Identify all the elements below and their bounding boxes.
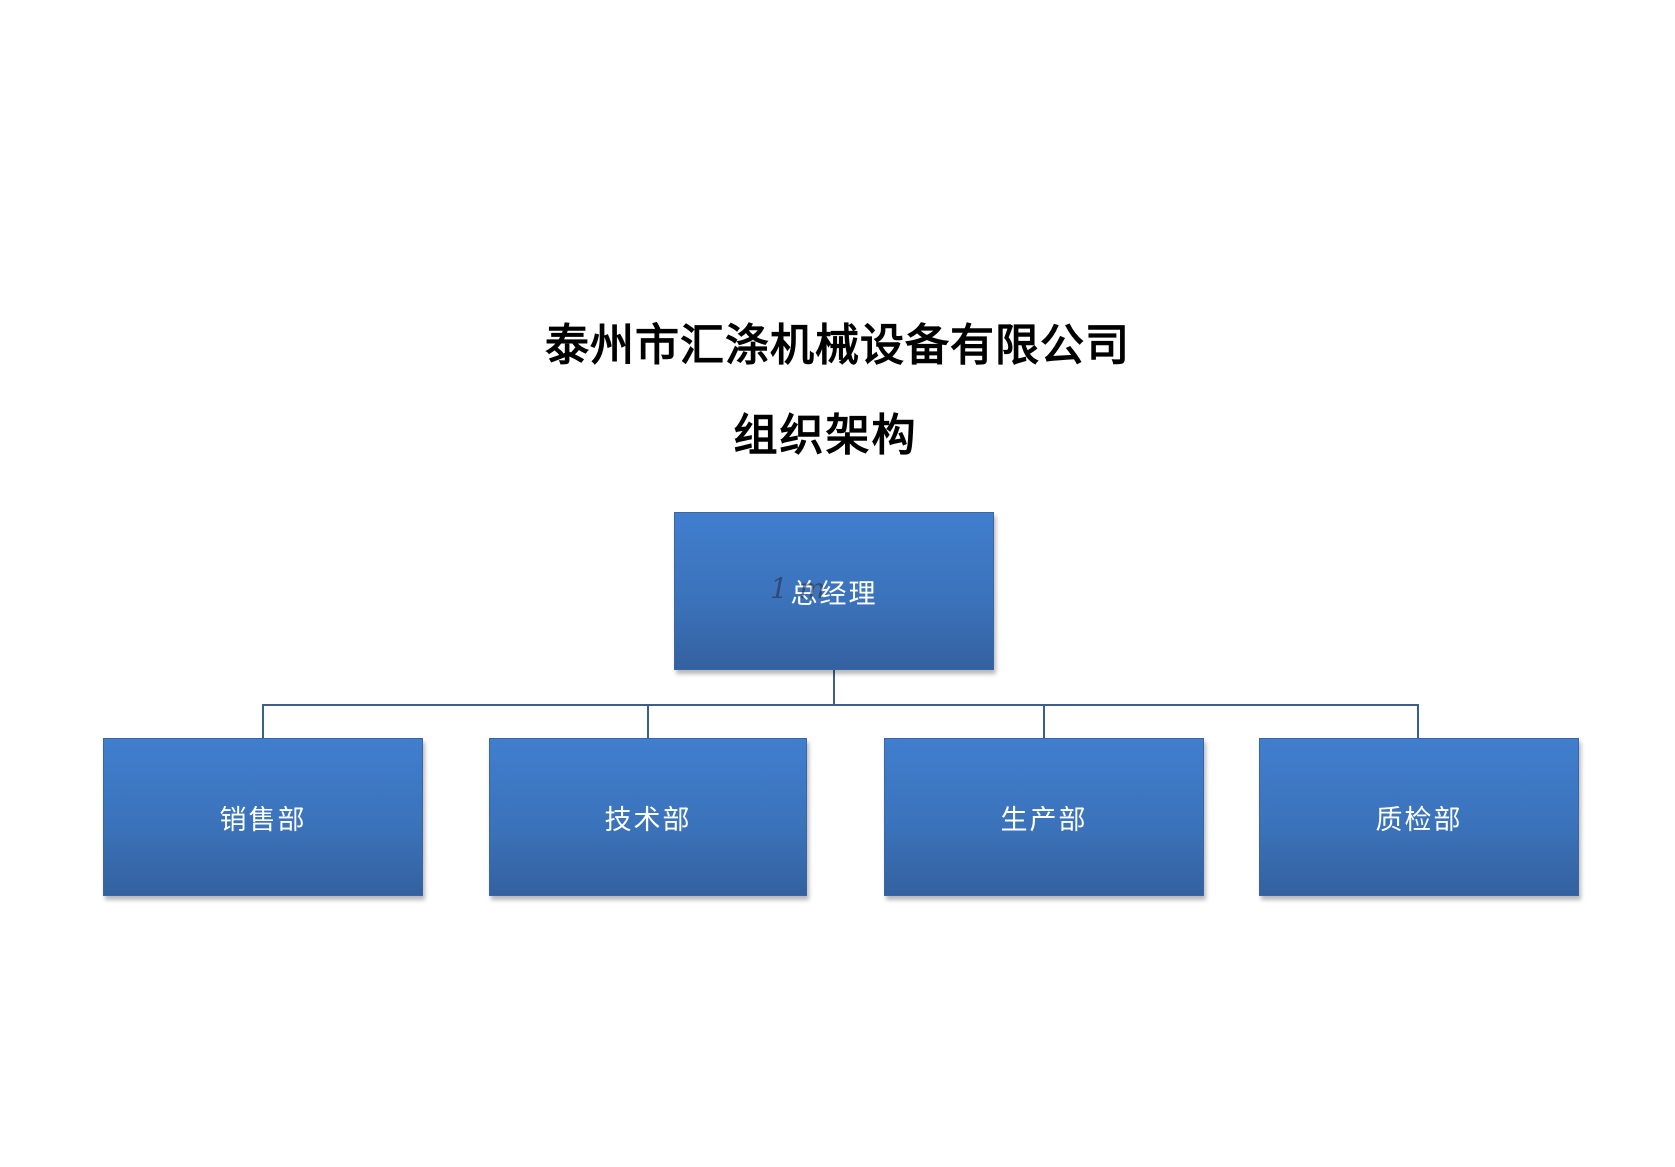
node-quality-department: 质检部 [1259, 738, 1579, 896]
connector-production [1043, 704, 1045, 738]
chart-title: 组织架构 [733, 410, 918, 461]
connector-tech [647, 704, 649, 738]
connector-sales [262, 704, 264, 738]
node-production-department: 生产部 [884, 738, 1204, 896]
node-general-manager: 总经理 [674, 512, 994, 670]
node-technical-department: 技术部 [489, 738, 807, 896]
node-label: 生产部 [1000, 804, 1088, 836]
connector-horizontal-bus [262, 704, 1418, 706]
connector-root-down [833, 670, 835, 705]
node-label: 销售部 [219, 804, 307, 836]
connector-quality [1417, 704, 1419, 738]
node-label: 总经理 [790, 578, 878, 610]
node-label: 技术部 [604, 804, 692, 836]
company-title: 泰州市汇涤机械设备有限公司 [545, 320, 1130, 371]
node-label: 质检部 [1375, 804, 1463, 836]
node-sales-department: 销售部 [103, 738, 423, 896]
